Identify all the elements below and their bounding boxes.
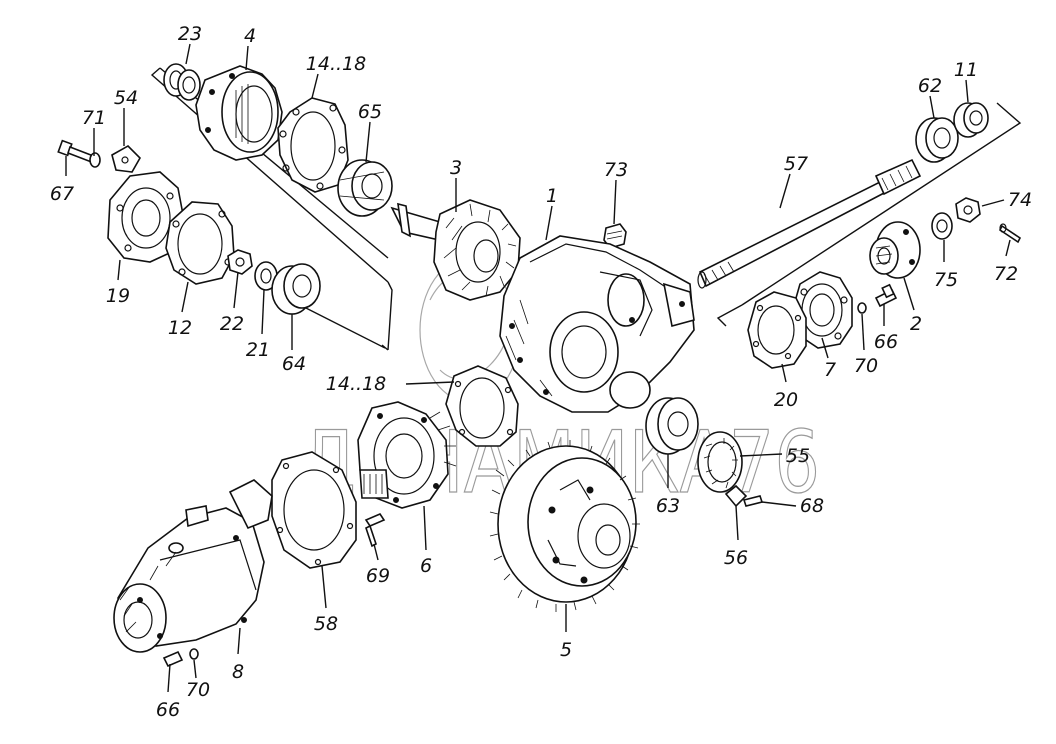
callout-19: 19: [106, 285, 130, 307]
callout-74: 74: [1008, 189, 1032, 211]
part-69-bolt: [364, 513, 386, 548]
callout-72: 72: [994, 263, 1018, 285]
part-14-18-shim-mid: [445, 365, 519, 447]
part-12-gasket: [165, 201, 235, 285]
callout-4: 4: [244, 25, 256, 47]
callout-3: 3: [450, 157, 462, 179]
part-14-18-shim-top: [277, 97, 349, 193]
part-4-bearing-housing: [195, 65, 283, 161]
callout-23: 23: [178, 23, 202, 45]
part-70-lock-washer-left: [189, 648, 199, 660]
part-73-plug: [603, 223, 627, 249]
callout-11: 11: [954, 59, 978, 81]
callout-22: 22: [220, 313, 244, 335]
callout-65: 65: [358, 101, 382, 123]
callout-6: 6: [420, 555, 432, 577]
callout-68: 68: [800, 495, 824, 517]
part-22-nut: [227, 249, 253, 275]
callout-64: 64: [282, 353, 306, 375]
part-58-gasket: [271, 451, 357, 569]
part-65-bearing: [337, 159, 393, 217]
callout-58: 58: [314, 613, 338, 635]
callout-8: 8: [232, 661, 244, 683]
part-20-gasket: [747, 291, 807, 369]
part-54-lock-plate: [111, 145, 141, 173]
part-56-stopper: [724, 484, 748, 508]
part-71-washer: [89, 152, 101, 168]
callout-20: 20: [774, 389, 798, 411]
part-5-ring-gear: [489, 440, 640, 612]
part-62-bearing: [915, 117, 959, 163]
part-55-adjusting-nut: [697, 431, 743, 493]
callout-66-right: 66: [874, 331, 898, 353]
callout-54: 54: [114, 87, 138, 109]
callout-21: 21: [246, 339, 270, 361]
callout-labels: 23 4 14..18 54 71 67 19 12 22 21 64 65 3…: [50, 23, 1032, 721]
callout-63: 63: [656, 495, 680, 517]
part-6-interaxle-gear: [357, 401, 457, 509]
part-3-pinion-gear: [390, 199, 521, 301]
callout-5: 5: [560, 639, 572, 661]
part-74-castle-nut: [955, 197, 981, 223]
part-63-bearing: [645, 397, 699, 455]
callout-67: 67: [50, 183, 74, 205]
callout-14-18-mid: 14..18: [326, 373, 386, 395]
part-23-seal-rings: [163, 63, 201, 101]
leader-lines: [65, 43, 1011, 693]
callout-2: 2: [910, 313, 922, 335]
callout-55: 55: [786, 445, 810, 467]
callout-73: 73: [604, 159, 628, 181]
part-64-bearing: [271, 263, 321, 315]
part-66-bolt-right: [874, 283, 898, 308]
part-8-interaxle-housing: [113, 479, 273, 653]
part-1-carrier-housing: [499, 235, 695, 413]
callout-66-left: 66: [156, 699, 180, 721]
callout-7: 7: [824, 359, 836, 381]
callout-57: 57: [784, 153, 808, 175]
callout-1: 1: [546, 185, 558, 207]
part-66-bolt-left: [162, 650, 184, 668]
callout-75: 75: [934, 269, 958, 291]
part-57-axle-shaft: [697, 158, 922, 289]
part-70-lock-washer-right: [857, 302, 867, 314]
part-19-cover: [107, 171, 185, 263]
part-11-seal: [953, 102, 989, 138]
callout-62: 62: [918, 75, 942, 97]
callout-12: 12: [168, 317, 192, 339]
callout-14-18-top: 14..18: [306, 53, 366, 75]
part-75-washer: [931, 212, 953, 240]
part-2-flange: [869, 221, 921, 279]
callout-56: 56: [724, 547, 748, 569]
callout-70-right: 70: [854, 355, 878, 377]
part-72-cotter-pin: [998, 223, 1022, 244]
callout-71: 71: [82, 107, 106, 129]
callout-69: 69: [366, 565, 390, 587]
callout-70-left: 70: [186, 679, 210, 701]
part-21-washer: [254, 261, 278, 291]
